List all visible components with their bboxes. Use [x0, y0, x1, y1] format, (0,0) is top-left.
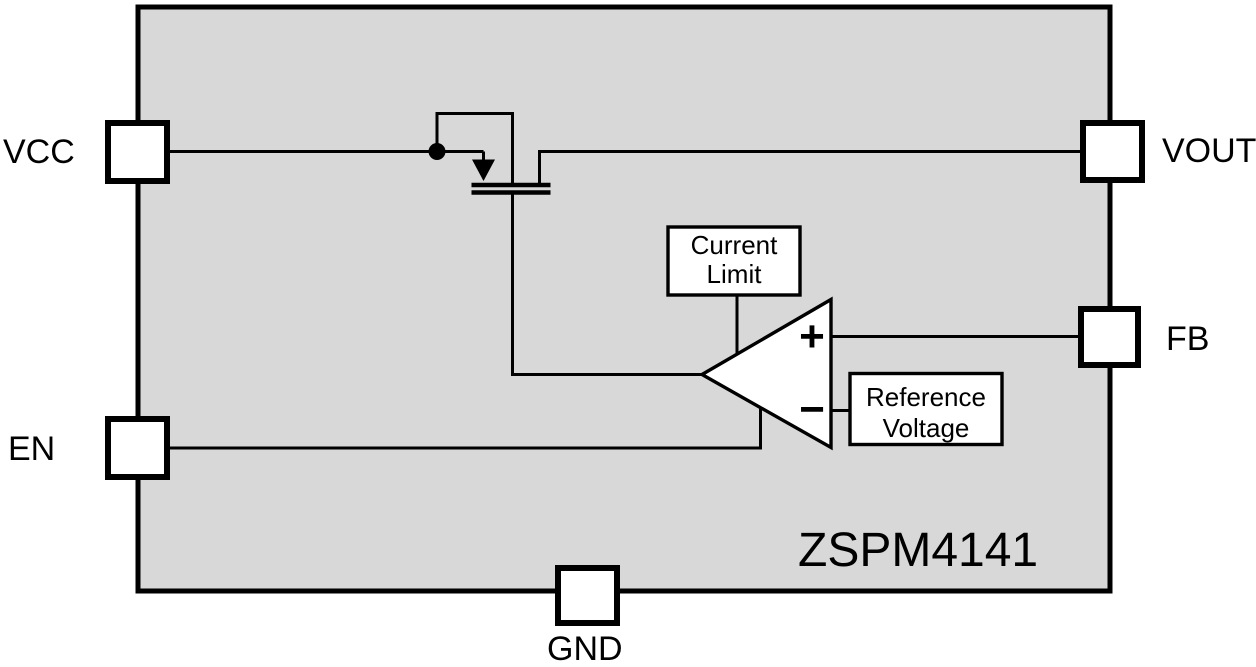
vout-pin: [1080, 120, 1145, 183]
en-wire: [167, 407, 762, 450]
gnd-pin-label: GND: [547, 630, 623, 667]
current-limit-label-line1: Current: [691, 230, 778, 260]
vout-drain-wire: [538, 150, 1083, 184]
reference-voltage-label-line2: Voltage: [883, 413, 970, 443]
error-amplifier: + −: [698, 296, 833, 451]
gnd-pin: [555, 565, 620, 626]
fb-pin: [1078, 306, 1141, 368]
vout-pin-label: VOUT: [1162, 132, 1256, 170]
junction-dot: [428, 143, 446, 160]
mosfet-bulk-loop-wire: [435, 112, 514, 183]
en-pin: [105, 416, 170, 480]
chip-body: [135, 4, 1113, 594]
en-pin-label: EN: [8, 430, 55, 468]
pass-transistor: [428, 143, 551, 195]
current-limit-label-line2: Limit: [707, 259, 763, 289]
chip-title: ZSPM4141: [798, 524, 1038, 577]
reference-voltage-block: Reference Voltage: [848, 371, 1004, 447]
current-limit-block: Current Limit: [666, 225, 802, 297]
pin-labels: VCC VOUT FB EN GND: [3, 132, 1256, 667]
fb-pin-label: FB: [1166, 320, 1209, 358]
reference-voltage-label-line1: Reference: [866, 382, 986, 412]
pins: [105, 120, 1145, 626]
amp-inverting-input-label: −: [799, 385, 825, 434]
current-limit-box: [666, 225, 802, 297]
vcc-pin: [105, 120, 170, 184]
amp-noninverting-input-label: +: [799, 312, 825, 361]
error-amplifier-triangle: [698, 296, 833, 451]
reference-voltage-box: [848, 371, 1004, 447]
vcc-pin-label: VCC: [3, 133, 75, 171]
mosfet-arrow-icon: [472, 159, 495, 181]
gate-drive-wire: [511, 194, 702, 376]
